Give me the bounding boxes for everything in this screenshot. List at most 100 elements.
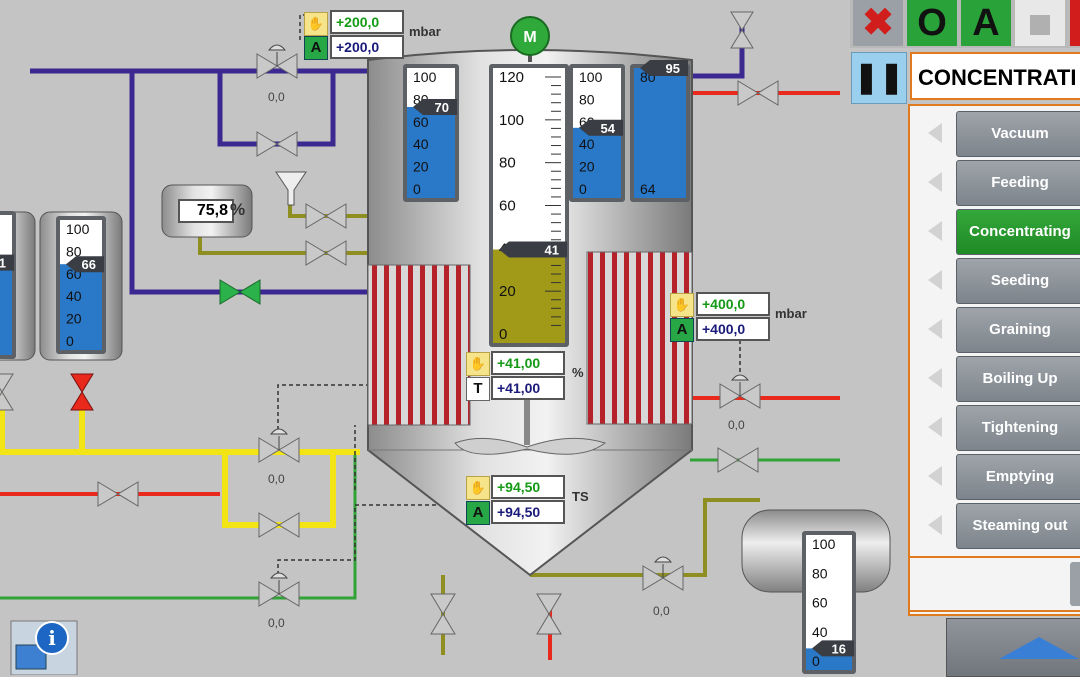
gauge-tick-label: 60 [499,198,516,215]
valve-bypass-top[interactable] [256,131,298,157]
level-marker [499,241,567,258]
valve-condensate-right[interactable] [717,447,759,473]
nav-up-button[interactable] [946,618,1080,677]
level-marker [640,60,688,76]
level-gauge: 10080604020054 [569,64,625,202]
gauge-tick-label: 60 [413,114,429,130]
valve-steam-top[interactable] [737,80,779,106]
pause-button[interactable]: ❚❚ [851,52,907,104]
level-marker [812,640,854,657]
level-gauges: 0000001100806040200661008060402007012010… [0,60,856,674]
valve-readout: 0,0 [653,604,670,618]
valve-top-right[interactable] [730,11,754,49]
step-arrow-icon [928,270,942,290]
gauge-tick-label: 40 [579,136,595,152]
mode-o-button[interactable]: O [907,0,957,46]
step-arrow-icon [928,417,942,437]
valve-condensate-left[interactable] [258,572,300,607]
gauge-tick-label: 80 [579,91,595,107]
gauge-tick-label: 100 [579,69,603,85]
step-button[interactable]: Emptying [956,454,1080,500]
pressure-top-auto-value[interactable]: +200,0 [330,35,404,59]
valve-water-mid[interactable] [258,428,300,463]
pressure-top-hand-value[interactable]: +200,0 [330,10,404,34]
step-button[interactable]: Seeding [956,258,1080,304]
gauge-tick-label: 120 [499,69,524,86]
step-arrow-icon [928,172,942,192]
level-marker-value: 41 [545,243,559,258]
step-button[interactable]: Concentrating [956,209,1080,255]
valve-discharge[interactable] [642,556,684,591]
step-button[interactable]: Steaming out [956,503,1080,549]
agitator [454,437,607,455]
mode-a-button[interactable]: A [961,0,1011,46]
valve-water-bypass[interactable] [258,512,300,538]
step-arrow-icon [928,466,942,486]
valve-vacuum-open[interactable] [219,279,261,305]
gauge-tick-label: 40 [413,136,429,152]
level-marker-value: 16 [832,641,846,656]
hand-mode-icon: ✋ [466,476,490,500]
stop-button[interactable] [1015,0,1065,46]
level-marker [413,99,457,115]
motor-label: M [523,29,536,46]
valve-left-red[interactable] [70,373,94,411]
gauge-tick-label: 0 [579,181,587,197]
step-name-display: CONCENTRATI [910,52,1080,100]
gauge-tick-label: 100 [413,69,437,85]
step-button[interactable]: Graining [956,307,1080,353]
ts-auto-value[interactable]: +94,50 [491,500,565,524]
valve-bottom-right[interactable] [536,593,562,635]
pressure-right-hand-value[interactable]: +400,0 [696,292,770,316]
valve-feed-2[interactable] [305,240,347,266]
valve-feed-1[interactable] [305,203,347,229]
ts-hand-value[interactable]: +94,50 [491,475,565,499]
heating-coil-left [367,264,471,426]
gauge-tick-label: 20 [413,159,429,175]
gauge-tick-label: 60 [812,595,828,611]
gauge-tick-label: 80 [66,243,82,259]
level-marker-value: 1 [0,256,6,271]
step-list-footer [908,556,1080,612]
scroll-handle[interactable] [1070,562,1080,606]
gauge-tick-label: 0 [499,326,507,343]
step-button[interactable]: Tightening [956,405,1080,451]
cancel-x-icon[interactable]: ✖ [853,0,903,46]
step-arrow-icon [928,515,942,535]
level-marker-value: 54 [601,121,616,136]
gauge-tick-label: 100 [66,221,90,237]
valve-steam-right[interactable] [719,374,761,409]
gauge-tick-label: 80 [499,155,516,172]
step-button[interactable]: Feeding [956,160,1080,206]
level-hand-value[interactable]: +41,00 [491,351,565,375]
concentration-unit: % [230,200,246,219]
pressure-right-unit: mbar [775,306,807,321]
valve-readout: 0,0 [268,616,285,630]
pressure-right-auto-value[interactable]: +400,0 [696,317,770,341]
valve-bottom-left[interactable] [430,593,456,635]
valve-left-partial[interactable] [0,373,14,411]
valve-steam-left[interactable] [97,481,139,507]
triangle-up-icon [999,637,1079,659]
level-fill [634,68,686,198]
level-gauge: 12010080604020041 [489,64,569,347]
step-arrow-icon [928,123,942,143]
gauge-tick-label: 100 [812,536,836,552]
ts-unit: TS [572,489,589,504]
gauge-tick-label: 64 [640,181,656,197]
level-fill [0,262,12,355]
gauge-tick-label: 40 [812,624,828,640]
level-fill [407,107,455,198]
gauge-tick-label: 20 [579,159,595,175]
auto-mode-icon: A [304,36,328,60]
hand-mode-icon: ✋ [304,12,328,36]
info-icon[interactable]: i [10,620,78,675]
step-button[interactable]: Vacuum [956,111,1080,157]
step-button[interactable]: Boiling Up [956,356,1080,402]
gauge-tick-label: 0 [66,333,74,349]
motor-icon[interactable] [510,16,550,56]
valve-top-left[interactable] [256,44,298,79]
